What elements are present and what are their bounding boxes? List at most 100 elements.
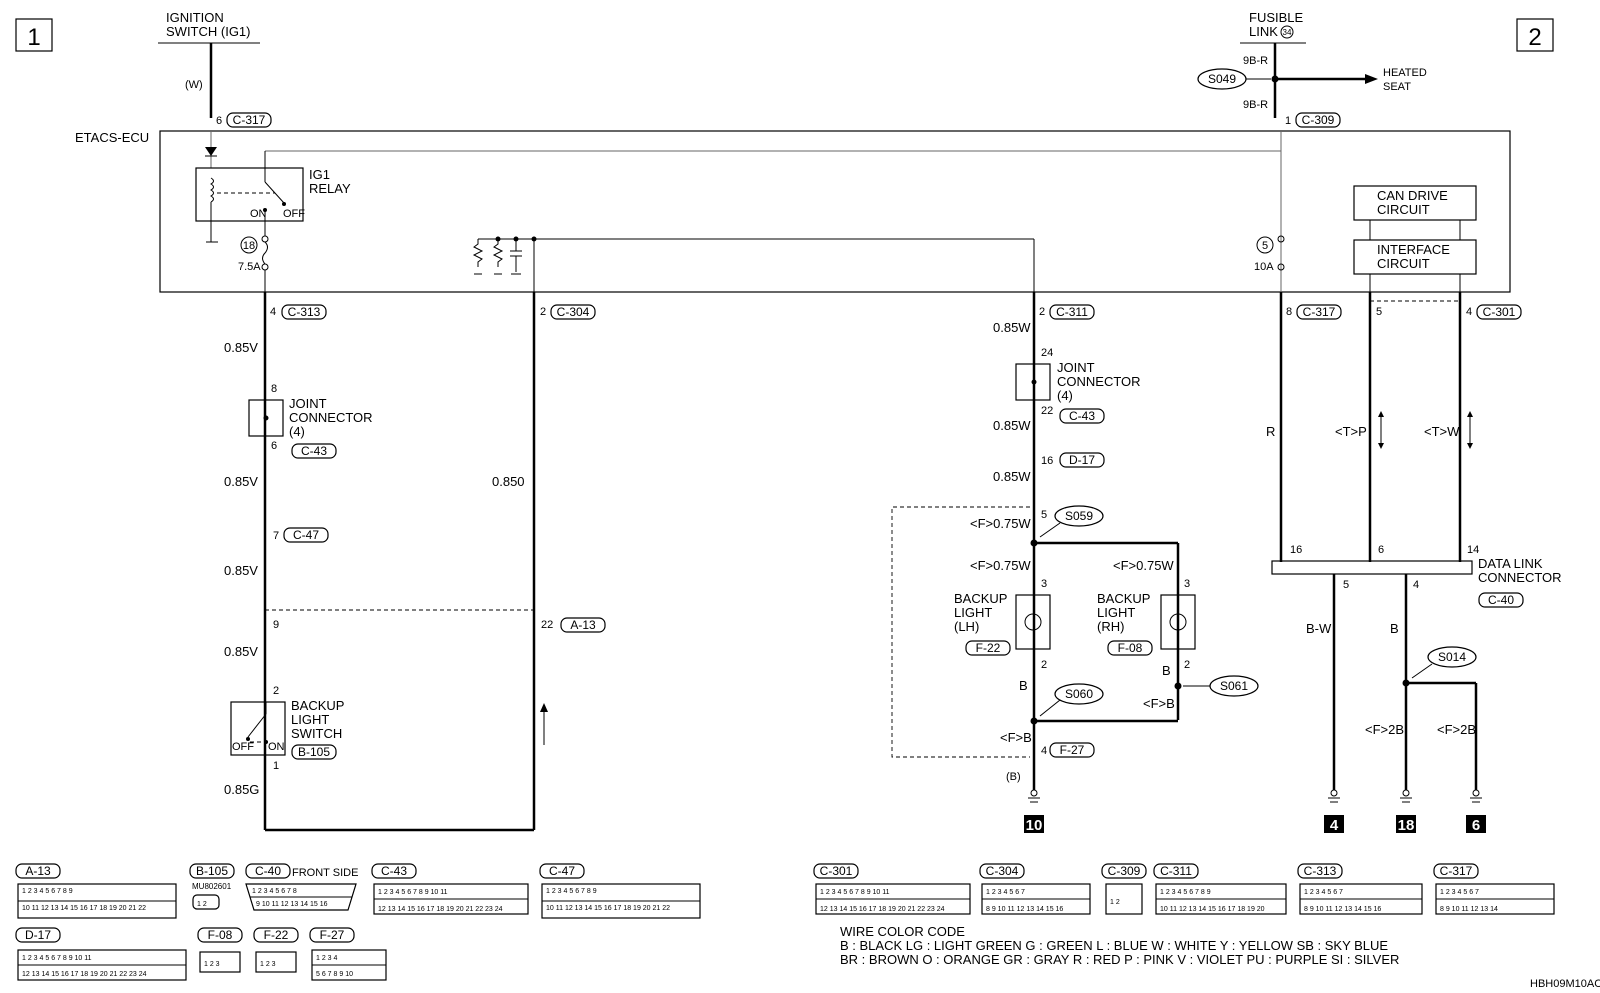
- pin-2-bls: 2: [273, 685, 279, 697]
- pin-5-can: 5: [1376, 306, 1382, 318]
- connector-pin-row: 8 9 10 11 12 13 14: [1440, 906, 1498, 913]
- relay-contact: [264, 181, 285, 204]
- pin-3-rh: 3: [1184, 578, 1190, 590]
- connector-pin-row: 1 2 3: [204, 961, 220, 968]
- connector-pin-row: 1 2 3 4 5 6 7: [1440, 889, 1479, 896]
- pin-4-c313: 4: [270, 306, 276, 318]
- connector-face-d17: D-17: [15, 927, 187, 981]
- pin-6-dlc: 6: [1378, 544, 1384, 556]
- connector-tag-c43-right: C-43: [1059, 408, 1105, 424]
- wire-9br-a: 9B-R: [1243, 55, 1268, 67]
- svg-text:F-22: F-22: [264, 928, 289, 942]
- ground-18-badge: [1396, 815, 1416, 833]
- backup-light-rh-bulb: [1169, 613, 1187, 631]
- pin-1-bls: 1: [273, 760, 279, 772]
- pin-4-dlc: 4: [1413, 579, 1419, 591]
- bls-contact: [247, 713, 267, 738]
- wire-rh-b: B: [1162, 663, 1171, 678]
- pin-5-f27: 5: [1041, 509, 1047, 521]
- ground-10-label: 10: [1026, 817, 1043, 834]
- ground-10-badge: [1024, 815, 1044, 833]
- pin-8-joint-left: 8: [271, 383, 277, 395]
- page-ref-left: 1: [27, 24, 40, 51]
- connector-tag-d17: D-17: [1059, 452, 1105, 468]
- bidirectional-arrow-tw: [1467, 411, 1473, 449]
- svg-text:C-304: C-304: [986, 864, 1019, 878]
- connector-tag-f27: F-27: [1049, 742, 1095, 758]
- joint-left-dot: [263, 415, 269, 421]
- wire-left-085g: 0.85G: [224, 782, 259, 797]
- relay-off-label: OFF: [283, 208, 305, 220]
- svg-text:C-309: C-309: [1302, 113, 1335, 127]
- connector-face-c47: C-47: [539, 863, 701, 919]
- svg-text:MU802601: MU802601: [192, 882, 232, 891]
- joint-right-dot: [1031, 379, 1037, 385]
- svg-text:B-105: B-105: [298, 745, 330, 759]
- wire-f2b-1: <F>2B: [1365, 722, 1404, 737]
- pin-4-f27: 4: [1041, 745, 1047, 757]
- wire-rc-085w-1: 0.85W: [993, 320, 1031, 335]
- backup-light-rh-box: [1160, 594, 1196, 650]
- connector-pin-row: 1 2 3 4 5 6 7: [986, 889, 1025, 896]
- svg-text:A-13: A-13: [25, 864, 51, 878]
- wire-lh-fb: <F>B: [1000, 730, 1032, 745]
- wire-color-r: R: [1266, 424, 1275, 439]
- wire-color-bw: B-W: [1306, 621, 1332, 636]
- s014-arrow: [1411, 663, 1433, 679]
- svg-text:C-47: C-47: [293, 528, 319, 542]
- connector-pin-row: 8 9 10 11 12 13 14 15 16: [1304, 906, 1381, 913]
- pin-24-joint: 24: [1041, 347, 1053, 359]
- page-ref-right-box: [1516, 18, 1554, 52]
- svg-text:C-311: C-311: [1160, 864, 1192, 878]
- svg-text:A-13: A-13: [570, 618, 596, 632]
- wire-left-085v-4: 0.85V: [224, 644, 258, 659]
- pin-14-dlc: 14: [1467, 544, 1479, 556]
- fuse-18-element: [262, 241, 268, 265]
- connector-tag-c304: C-304: [550, 304, 596, 320]
- diode: [205, 147, 217, 156]
- connector-pin-row: 9 10 11 12 13 14 15 16: [256, 901, 328, 908]
- svg-text:C-40: C-40: [1488, 593, 1514, 607]
- pin-3-lh: 3: [1041, 578, 1047, 590]
- svg-text:B-105: B-105: [196, 864, 228, 878]
- svg-text:C-301: C-301: [1483, 305, 1516, 319]
- data-link-connector-box: [1271, 560, 1473, 575]
- pin-2-c304: 2: [540, 306, 546, 318]
- svg-text:C-304: C-304: [557, 305, 590, 319]
- connector-pin-row: 1 2 3 4 5 6 7 8 9 10 11: [22, 955, 92, 962]
- svg-text:C-309: C-309: [1108, 864, 1141, 878]
- pin-6-c317: 6: [216, 115, 222, 127]
- connector-pin-row: 12 13 14 15 16 17 18 19 20 21 22 23 24: [22, 971, 147, 978]
- wire-rc-f075w-2: <F>0.75W: [970, 558, 1031, 573]
- pin-22-a13: 22: [541, 619, 553, 631]
- ground-symbol-18: [1400, 789, 1412, 803]
- wire-b-paren: (B): [1006, 771, 1021, 783]
- connector-pin-row: 1 2: [197, 901, 207, 908]
- wire-color-tw: <T>W: [1424, 424, 1460, 439]
- bls-off-contact: [246, 737, 250, 741]
- ground-18-label: 18: [1398, 817, 1415, 834]
- connector-pin-numbers: 1 2 3 4 5 6 7 8 9 10 11 12 13 14 15 16 17…: [22, 888, 1498, 978]
- connector-face-c43: C-43: [371, 863, 529, 915]
- wire-color-code-line-1: B : BLACK LG : LIGHT GREEN G : GREEN L :…: [840, 938, 1388, 953]
- ground-6-label: 6: [1472, 817, 1480, 834]
- ground-symbol-4: [1328, 789, 1340, 803]
- splice-s061: S061: [1220, 679, 1248, 693]
- connector-pin-row: 1 2 3 4 5 6 7 8 9: [1160, 889, 1211, 896]
- s059-arrow: [1039, 522, 1061, 538]
- ground-4-label: 4: [1330, 817, 1339, 834]
- connector-face-c309: C-309: [1101, 863, 1147, 915]
- svg-text:C-317: C-317: [233, 113, 266, 127]
- etacs-ecu-box: [159, 130, 1511, 293]
- splice-s014-oval: [1427, 646, 1477, 668]
- connector-tag-b105: B-105: [291, 744, 337, 760]
- connector-pin-row: 10 11 12 13 14 15 16 17 18 19 20 21 22: [22, 905, 146, 912]
- splice-s060: S060: [1065, 687, 1093, 701]
- page-ref-left-box: [15, 18, 53, 52]
- signal-arrow-head: [540, 703, 548, 712]
